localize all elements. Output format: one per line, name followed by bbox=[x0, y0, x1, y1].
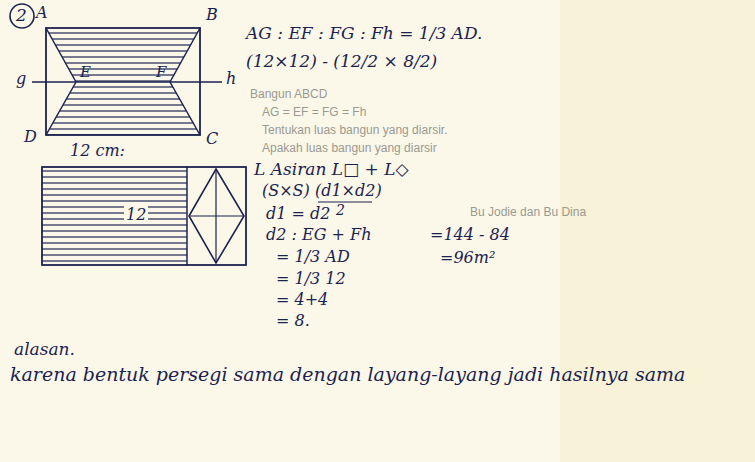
hatched-trapezoid bbox=[46, 82, 200, 135]
handwritten-text: B bbox=[206, 6, 218, 24]
handwritten-text: 12 cm: bbox=[70, 142, 125, 160]
kite bbox=[189, 169, 244, 263]
handwritten-text: h bbox=[226, 70, 236, 88]
handwritten-text: F bbox=[156, 64, 166, 81]
handwritten-text: 12 bbox=[124, 206, 148, 224]
handwritten-text: = 1/3 AD bbox=[276, 248, 350, 266]
paper-shade bbox=[560, 0, 755, 462]
handwritten-text: L Asiran L□ + L◇ bbox=[254, 160, 409, 179]
handwritten-text: = 1/3 12 bbox=[276, 270, 346, 288]
handwritten-text: A bbox=[36, 4, 48, 22]
line-gh bbox=[32, 81, 222, 83]
handwritten-text: d1 = d2 bbox=[266, 205, 330, 223]
printed-text: Apakah luas bangun yang diarsir bbox=[262, 142, 437, 155]
printed-text: Tentukan luas bangun yang diarsir. bbox=[262, 124, 447, 137]
handwritten-text: C bbox=[206, 130, 218, 148]
handwritten-text: 2 bbox=[16, 6, 27, 25]
handwritten-text: = 4+4 bbox=[276, 291, 328, 309]
hatched-square bbox=[42, 167, 187, 265]
handwritten-text: =144 - 84 bbox=[430, 226, 510, 244]
printed-text: Bu Jodie dan Bu Dina bbox=[470, 206, 586, 219]
printed-text: Bangun ABCD bbox=[250, 88, 327, 101]
handwritten-text: karena bentuk persegi sama dengan layang… bbox=[10, 364, 685, 385]
number-circle bbox=[10, 4, 34, 28]
handwritten-text: =96m² bbox=[440, 249, 495, 267]
handwritten-text: (12×12) - (12/2 × 8/2) bbox=[246, 52, 437, 71]
handwritten-text: = 8. bbox=[276, 312, 310, 330]
handwritten-text: E bbox=[80, 64, 91, 81]
handwritten-text: g bbox=[16, 70, 26, 88]
handwritten-text: (S×S) (d1×d2) bbox=[262, 182, 382, 200]
handwritten-text: 2 bbox=[336, 203, 345, 218]
handwritten-text: d2 : EG + Fh bbox=[266, 226, 371, 244]
handwritten-text: D bbox=[24, 128, 37, 146]
hatched-trapezoid bbox=[46, 28, 200, 82]
handwritten-text: alasan. bbox=[14, 340, 75, 359]
printed-text: AG = EF = FG = Fh bbox=[262, 106, 366, 119]
rectangle bbox=[42, 167, 246, 265]
handwritten-text: AG : EF : FG : Fh = 1/3 AD. bbox=[246, 24, 482, 43]
